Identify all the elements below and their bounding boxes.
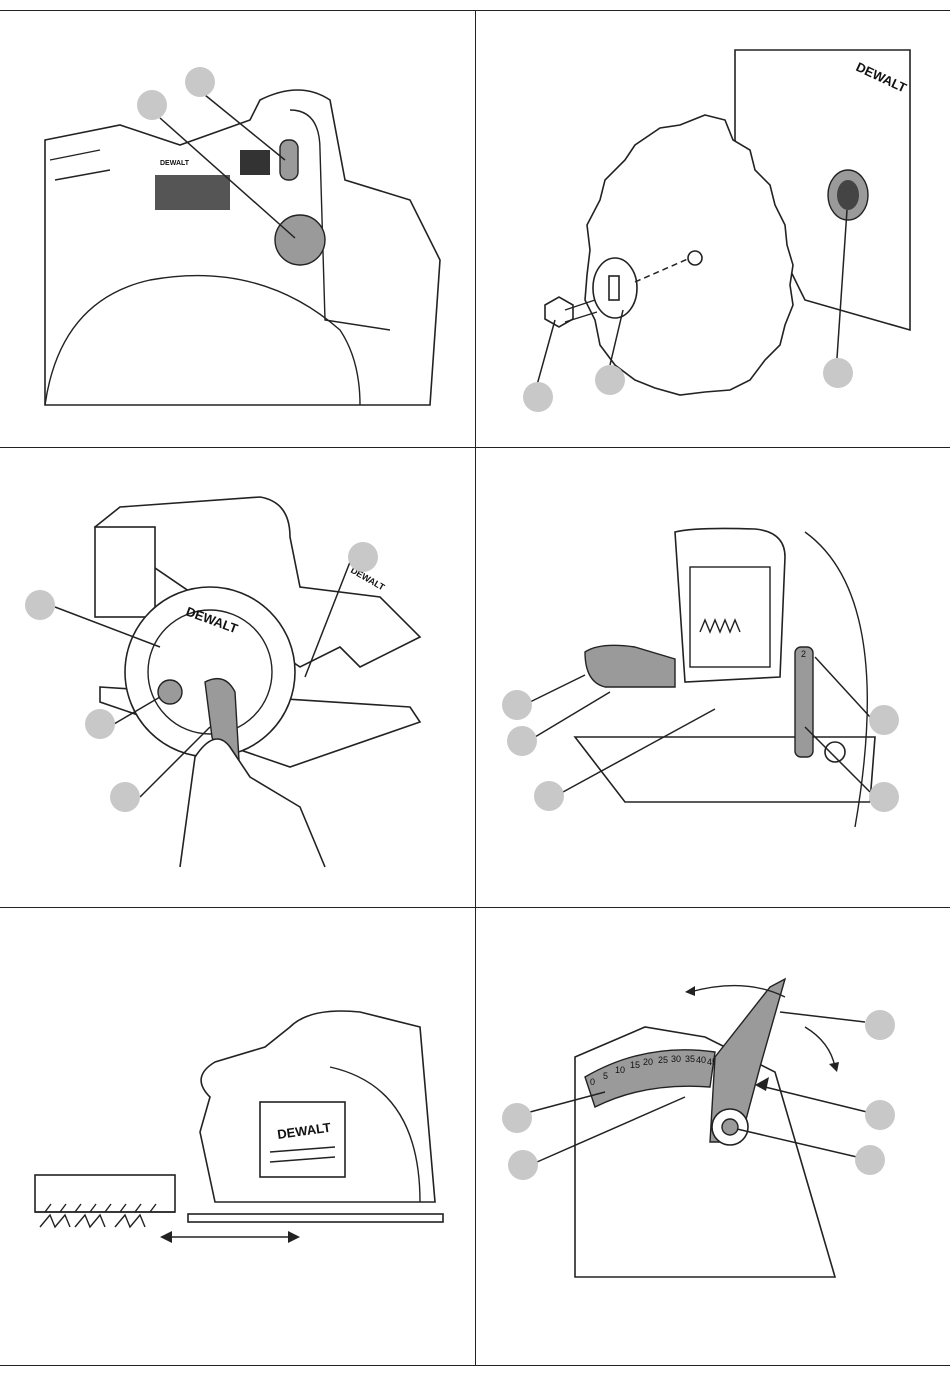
row-divider-2 xyxy=(0,907,950,908)
figure-bevel-adjustment: 0 5 10 15 20 25 30 35 40 45 xyxy=(475,907,950,1365)
callout-circle xyxy=(137,90,167,120)
callout-circle xyxy=(823,358,853,388)
callout-circle xyxy=(348,542,378,572)
svg-text:10: 10 xyxy=(615,1065,625,1075)
svg-text:20: 20 xyxy=(643,1057,653,1067)
saw-logo: DEWALT xyxy=(276,1120,332,1142)
callout-circle xyxy=(25,590,55,620)
svg-text:25: 25 xyxy=(658,1055,668,1065)
center-divider xyxy=(475,10,476,1365)
svg-text:0: 0 xyxy=(590,1077,595,1087)
callout-circle xyxy=(508,1150,538,1180)
callout-circle xyxy=(185,67,215,97)
svg-text:45: 45 xyxy=(707,1057,717,1067)
svg-text:30: 30 xyxy=(671,1054,681,1064)
svg-text:15: 15 xyxy=(630,1060,640,1070)
callout-circle xyxy=(869,705,899,735)
callout-circle xyxy=(110,782,140,812)
svg-text:5: 5 xyxy=(603,1071,608,1081)
row-divider-1 xyxy=(0,447,950,448)
callout-circle xyxy=(502,690,532,720)
callout-circle xyxy=(507,726,537,756)
svg-text:40: 40 xyxy=(696,1055,706,1065)
svg-text:35: 35 xyxy=(685,1054,695,1064)
callout-circle xyxy=(855,1145,885,1175)
bevel-scale: 0 5 10 15 20 25 30 35 40 45 xyxy=(590,1054,717,1087)
tool-logo: DEWALT xyxy=(160,160,190,167)
figure-blade-assembly: DEWALT xyxy=(475,0,950,447)
figure-switch-and-lock: DEWALT xyxy=(0,0,475,447)
callout-circle xyxy=(534,781,564,811)
callout-circle xyxy=(595,365,625,395)
figure-depth-adjustment: 2 xyxy=(475,447,950,907)
depth-scale-mark: 2 xyxy=(801,649,806,659)
callout-circle xyxy=(869,782,899,812)
bottom-rule xyxy=(0,1365,950,1366)
callout-circle xyxy=(865,1100,895,1130)
figure-blade-wrench-use: DEWALT DEWALT xyxy=(0,447,475,907)
callout-circle xyxy=(523,382,553,412)
callout-circle xyxy=(502,1103,532,1133)
figure-kerf-guide: DEWALT xyxy=(0,907,475,1365)
callout-circle xyxy=(865,1010,895,1040)
callout-circle xyxy=(85,709,115,739)
